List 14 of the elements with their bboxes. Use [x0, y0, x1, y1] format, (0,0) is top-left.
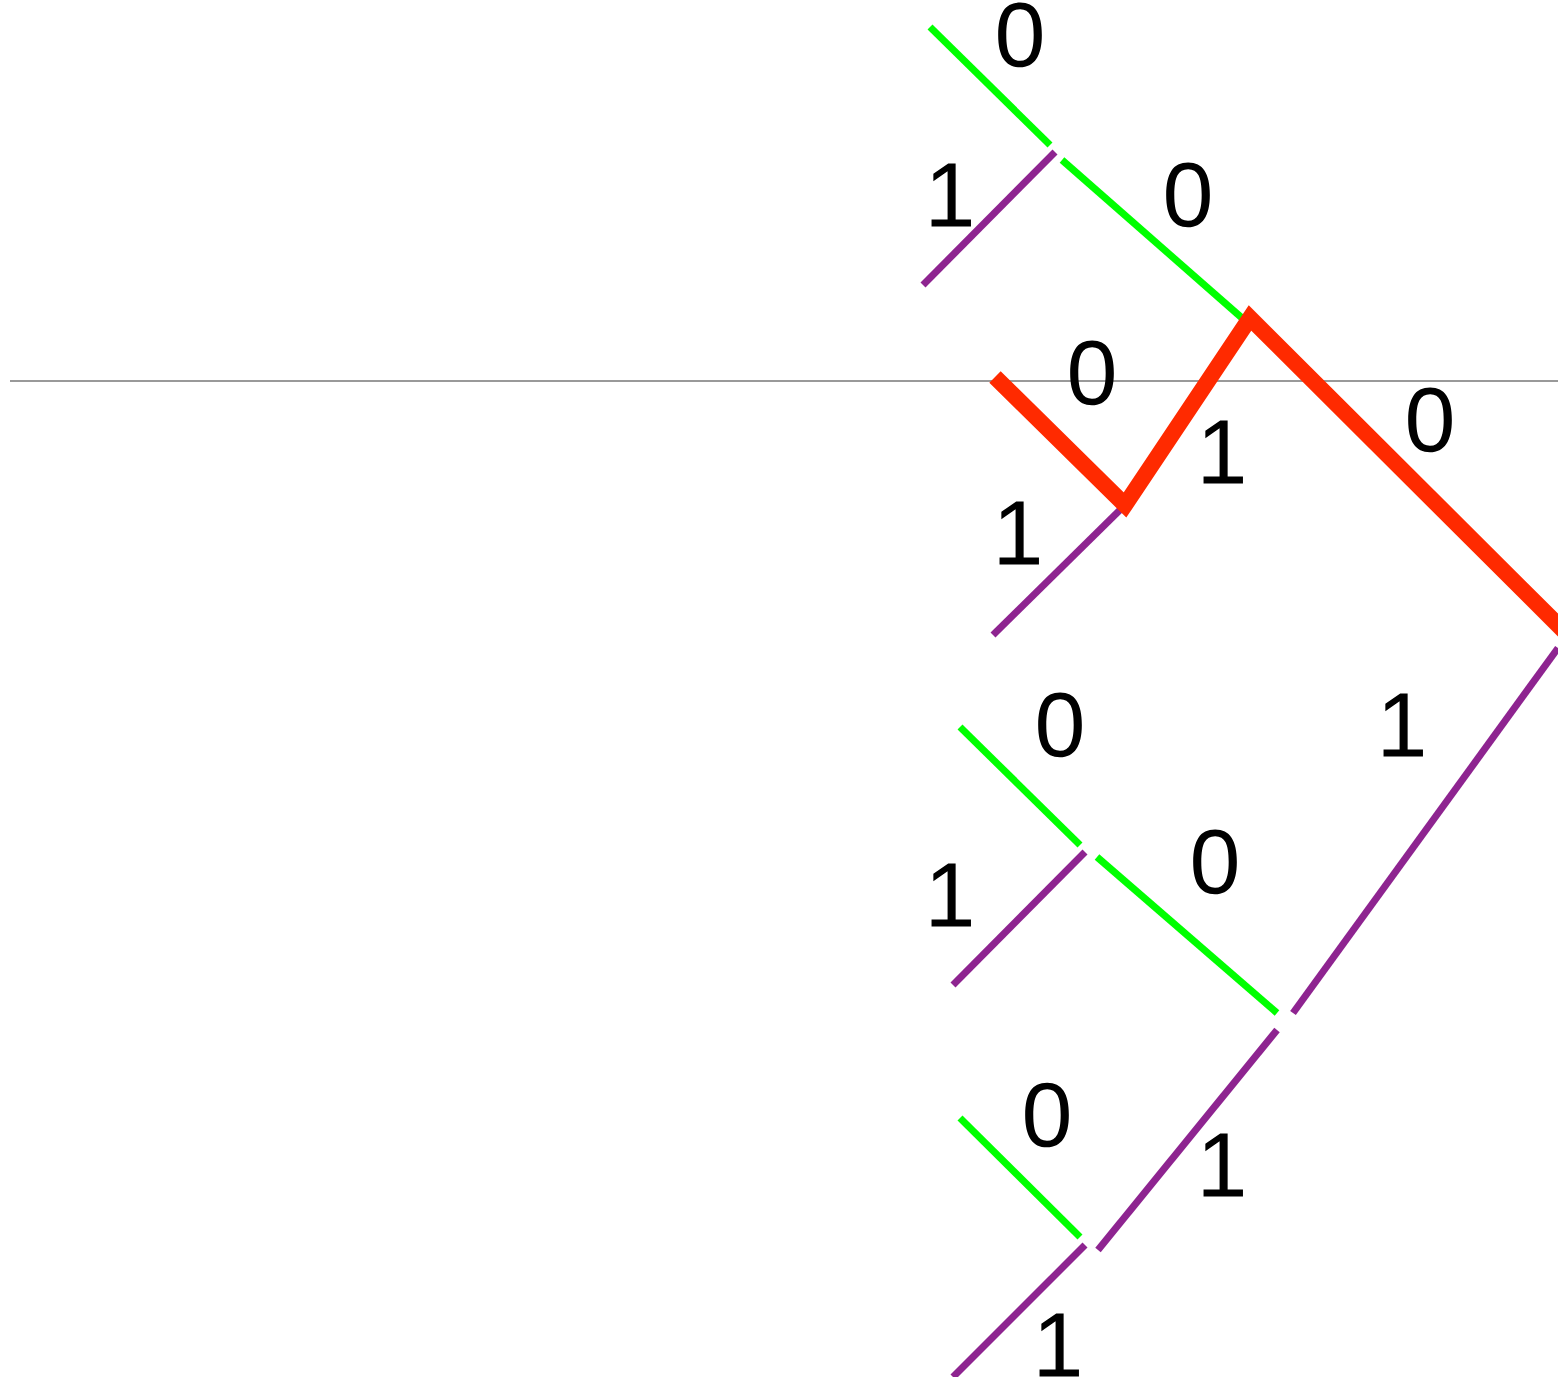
branch-label: 1: [1203, 420, 1243, 484]
branch-label: 0: [1193, 829, 1237, 895]
branch-label: 0: [1070, 340, 1114, 406]
branch-label: 1: [999, 501, 1039, 565]
branch-label: 0: [1408, 387, 1452, 453]
branch-label: 1: [1203, 1133, 1243, 1197]
branch-label: 1: [931, 863, 971, 927]
branch-label: 0: [1025, 1082, 1069, 1148]
branch-label: 0: [998, 2, 1042, 68]
branch-label: 0: [1166, 162, 1210, 228]
branch-label: 1: [1039, 1313, 1079, 1377]
branch-label: 1: [1383, 693, 1423, 757]
branch-label: 0: [1038, 692, 1082, 758]
branch-label: 1: [931, 163, 971, 227]
